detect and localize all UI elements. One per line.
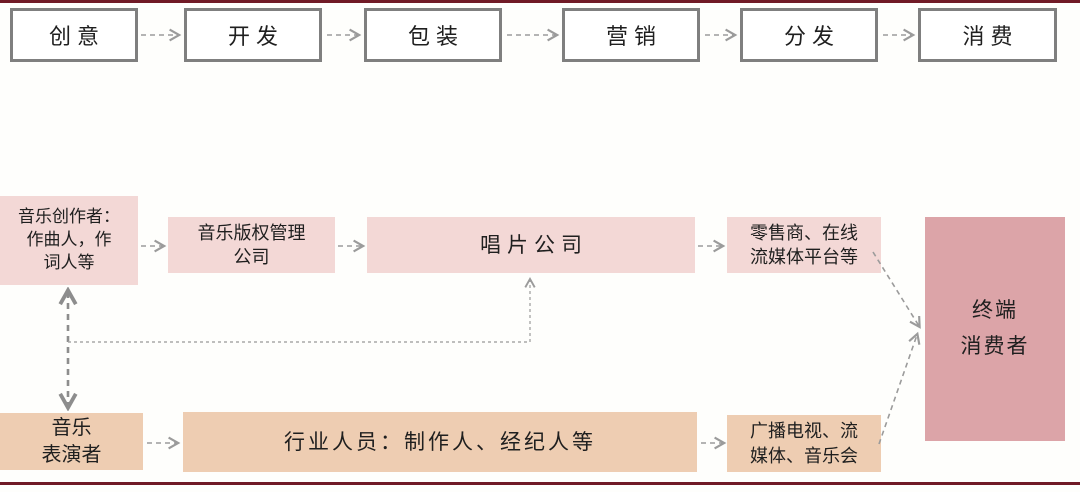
node-industry-personnel: 行业人员：制作人、经纪人等: [183, 412, 697, 472]
bottom-divider: [0, 482, 1080, 485]
stage-box-packaging: 包装: [364, 8, 502, 62]
node-copyright-company: 音乐版权管理 公司: [168, 217, 335, 273]
node-record-company: 唱片公司: [367, 217, 695, 273]
node-end-consumers: 终端 消费者: [925, 217, 1065, 441]
stage-box-development: 开发: [184, 8, 322, 62]
arrow-broadcast-to-consumers: [878, 331, 921, 445]
stage-box-marketing: 营销: [562, 8, 700, 62]
stage-box-consumption: 消费: [918, 8, 1057, 62]
top-divider: [0, 0, 1080, 3]
stage-box-creativity: 创意: [10, 8, 138, 62]
node-music-creators: 音乐创作者： 作曲人，作 词人等: [0, 196, 138, 285]
node-broadcast-concert: 广播电视、流 媒体、音乐会: [727, 415, 881, 472]
arrow-performers-branch-to-record: [68, 277, 536, 343]
node-music-performers: 音乐 表演者: [0, 413, 143, 470]
stage-box-distribution: 分发: [740, 8, 878, 62]
node-retailers-streaming: 零售商、在线 流媒体平台等: [727, 217, 881, 273]
